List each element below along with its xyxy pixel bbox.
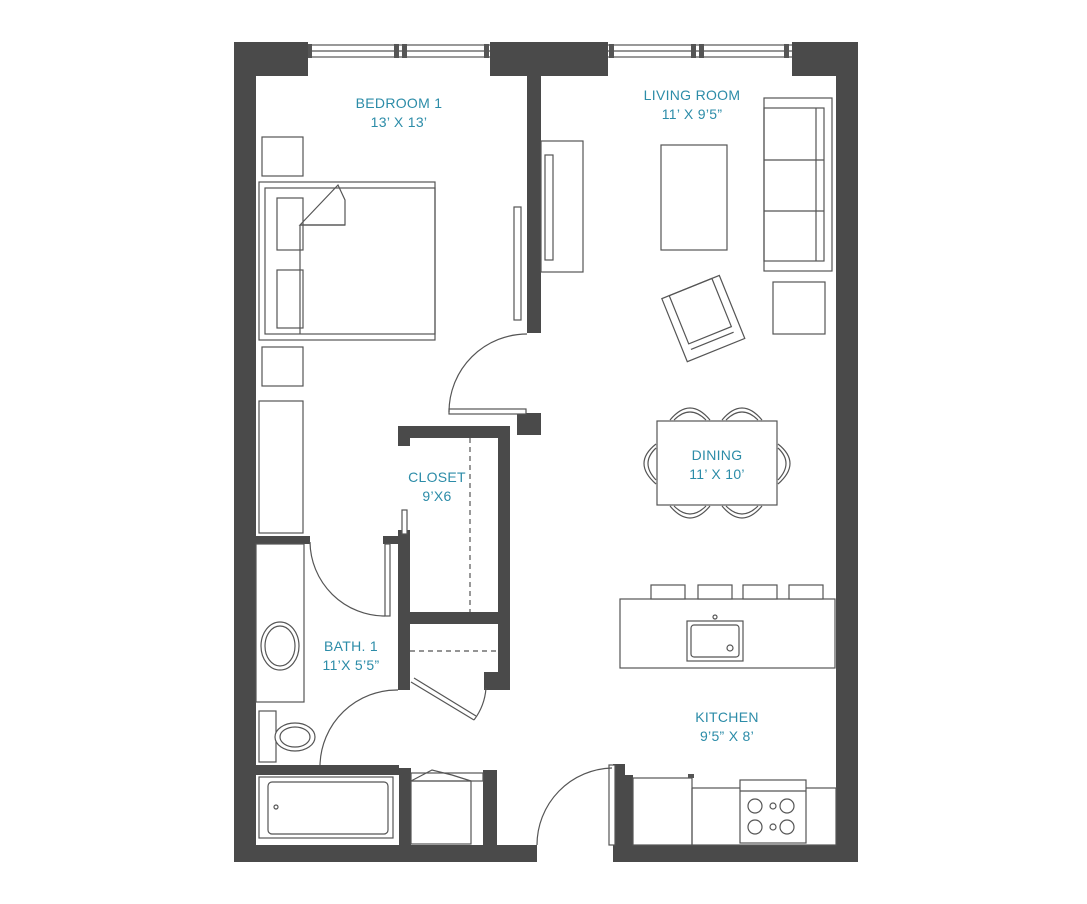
bath-size: 11’X 5’5” xyxy=(322,657,380,673)
laundry xyxy=(410,769,484,845)
stove xyxy=(739,779,807,844)
bath-label: BATH. 1 11’X 5’5” xyxy=(323,637,380,675)
dining-name: DINING xyxy=(691,447,743,463)
window-living xyxy=(606,44,794,58)
nightstand-top xyxy=(261,136,304,177)
window-bedroom xyxy=(304,44,492,58)
dining-size: 11’ X 10’ xyxy=(689,466,745,482)
armchair xyxy=(661,274,746,363)
kitchen-sink xyxy=(686,614,744,662)
toilet xyxy=(258,710,316,763)
bath-name: BATH. 1 xyxy=(324,638,378,654)
bed xyxy=(258,181,436,341)
closet-name: CLOSET xyxy=(408,469,466,485)
entry-door xyxy=(536,764,616,846)
kitchen-label: KITCHEN 9’5” X 8’ xyxy=(695,708,759,746)
bedroom-label: BEDROOM 1 13’ X 13’ xyxy=(356,94,443,132)
sofa xyxy=(763,97,833,272)
walls xyxy=(234,42,858,862)
dresser xyxy=(258,400,304,534)
closet-label: CLOSET 9’X6 xyxy=(408,468,466,506)
living-name: LIVING ROOM xyxy=(643,87,741,103)
bedroom-door xyxy=(448,333,528,415)
closet-size: 9’X6 xyxy=(422,488,452,504)
living-size: 11’ X 9’5” xyxy=(661,106,723,122)
nightstand-bottom xyxy=(261,346,304,387)
dining-label: DINING 11’ X 10’ xyxy=(689,446,745,484)
bath-door xyxy=(309,541,386,617)
tv-console xyxy=(540,140,584,273)
bedroom-name: BEDROOM 1 xyxy=(355,95,443,111)
bath-entry-door xyxy=(319,689,399,766)
closet-door xyxy=(384,509,408,617)
living-label: LIVING ROOM 11’ X 9’5” xyxy=(644,86,741,124)
kitchen-size: 9’5” X 8’ xyxy=(699,728,755,744)
coffee-table xyxy=(660,144,728,251)
kitchen-name: KITCHEN xyxy=(695,709,759,725)
dining-set xyxy=(643,407,791,519)
side-table xyxy=(772,281,826,335)
bedroom-closet-door xyxy=(513,206,522,321)
bath-vanity xyxy=(255,543,305,703)
bedroom-size: 13’ X 13’ xyxy=(370,114,428,130)
linen-door xyxy=(410,677,487,721)
bathtub xyxy=(258,776,394,839)
